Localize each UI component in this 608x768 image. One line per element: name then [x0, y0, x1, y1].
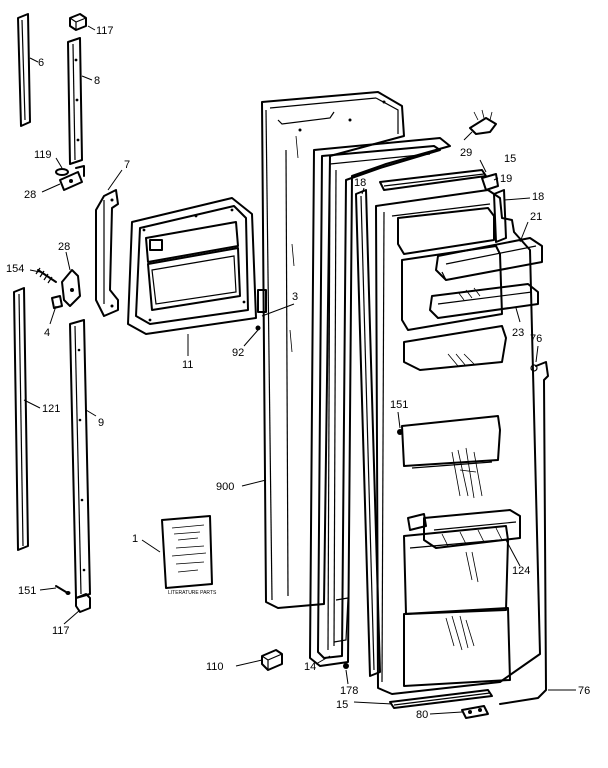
label-80: 80 [416, 709, 428, 721]
part-15-bottom-strip [389, 689, 493, 709]
part-28-hinge-bracket-top [59, 165, 85, 191]
label-29: 29 [460, 147, 472, 159]
label-121: 121 [42, 403, 60, 415]
label-11: 11 [182, 359, 193, 371]
part-119-screw [55, 168, 69, 176]
callout-labels: 117 6 8 119 28 7 29 15 19 18 18 21 28 15… [6, 25, 590, 721]
leader-lines [23, 25, 576, 715]
label-18-left: 18 [354, 177, 366, 189]
label-92: 92 [232, 347, 244, 359]
label-117-bottom: 117 [52, 625, 70, 637]
part-8-channel [67, 37, 83, 165]
label-178: 178 [340, 685, 358, 697]
part-117-end-cap-top [69, 13, 87, 31]
label-110: 110 [206, 661, 224, 673]
part-151-screw-left [55, 585, 71, 595]
part-154-screw [35, 267, 57, 284]
label-151-right: 151 [390, 399, 408, 411]
part-23-lower-shelf [429, 283, 539, 319]
part-7-door-handle [95, 189, 119, 317]
label-28-top: 28 [24, 189, 36, 201]
part-28-hinge-bracket-lower [61, 269, 81, 307]
part-4-clip [51, 295, 63, 309]
label-124: 124 [512, 565, 530, 577]
label-119: 119 [34, 149, 52, 161]
label-117-top: 117 [96, 25, 114, 37]
part-80-hinge-pin [461, 705, 489, 719]
label-15-bottom: 15 [336, 699, 348, 711]
part-110-cap [261, 649, 283, 671]
part-6-trim-strip [17, 13, 31, 127]
part-92-screw [255, 325, 261, 331]
label-28-lower: 28 [58, 241, 70, 253]
label-18-right: 18 [532, 191, 544, 203]
part-14-door-gasket [309, 137, 451, 667]
label-8: 8 [94, 75, 100, 87]
part-124-bin [407, 509, 521, 549]
label-151-left: 151 [18, 585, 36, 597]
door-liner [375, 189, 541, 695]
part-1-literature-booklet: LITERATURE PARTS [161, 515, 217, 596]
part-29-clip [469, 109, 497, 135]
part-15-top-strip [379, 169, 487, 191]
label-15-top: 15 [504, 153, 516, 165]
label-19: 19 [500, 173, 512, 185]
label-154: 154 [6, 263, 24, 275]
part-11-dispenser-panel [127, 197, 257, 335]
label-1: 1 [132, 533, 138, 545]
label-23: 23 [512, 327, 524, 339]
part-76-rod [499, 361, 549, 705]
label-9: 9 [98, 417, 104, 429]
label-14: 14 [304, 661, 316, 673]
label-900: 900 [216, 481, 234, 493]
label-76-bottom: 76 [578, 685, 590, 697]
part-18-short-trim [493, 189, 507, 243]
part-21-upper-shelf [435, 237, 543, 281]
label-4: 4 [44, 327, 50, 339]
label-6: 6 [38, 57, 44, 69]
part-121-trim-strip [13, 287, 29, 551]
part-117-end-cap-bottom [75, 593, 91, 613]
label-76-top: 76 [530, 333, 542, 345]
part-178-screw [343, 663, 349, 669]
part-151-screw-right [397, 429, 403, 435]
part-9-channel [69, 319, 91, 599]
booklet-caption: LITERATURE PARTS [168, 590, 217, 596]
label-21: 21 [530, 211, 542, 223]
label-7: 7 [124, 159, 130, 171]
part-19-bracket [481, 173, 499, 191]
label-3: 3 [292, 291, 298, 303]
